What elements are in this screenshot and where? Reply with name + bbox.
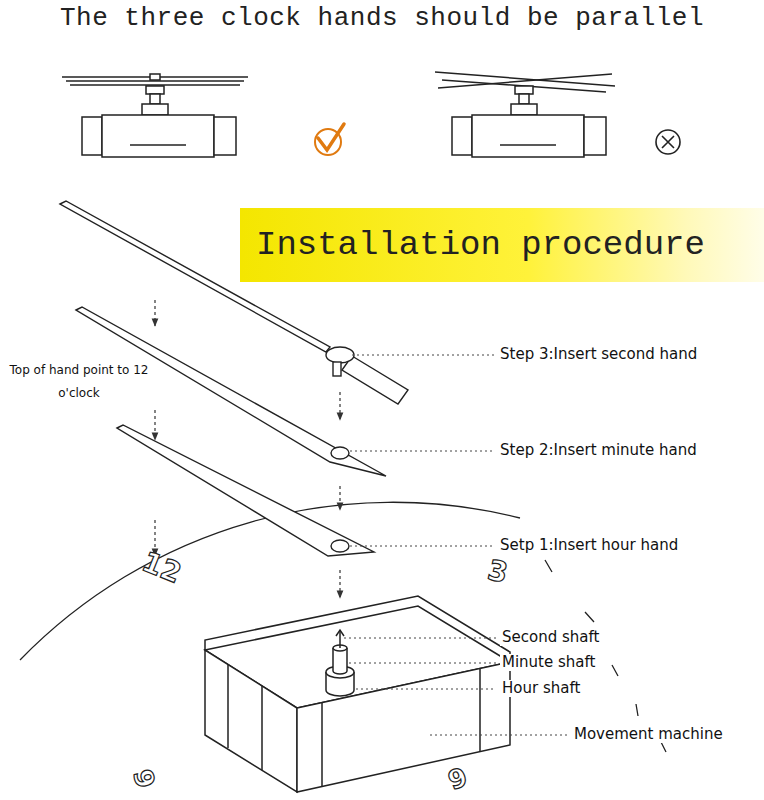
crooked-hands-figure: [435, 72, 615, 157]
parallel-hands-figure: [142, 104, 168, 115]
parallel-hands-figure: [130, 144, 186, 146]
parallel-hands-figure: [150, 74, 160, 80]
movement-machine: [205, 650, 297, 792]
shaft: [336, 630, 344, 636]
leader-line: [349, 663, 496, 664]
heading: The three clock hands should be parallel: [0, 4, 764, 34]
part-name: Hour shaft: [500, 680, 582, 697]
parallel-hands-figure: [82, 117, 102, 155]
leader-line: [356, 689, 496, 690]
movement-machine: [297, 662, 510, 792]
crooked-hands-figure: [472, 115, 584, 157]
wrong-mark: [662, 136, 674, 148]
crooked-hands-figure: [511, 104, 537, 115]
crooked-hands-figure: [452, 117, 472, 155]
guide-arrow: [154, 300, 155, 326]
dial-number: 6: [442, 759, 473, 795]
leader-line: [344, 638, 496, 639]
guide-arrow: [339, 570, 340, 598]
leader-line: [430, 735, 568, 736]
part-name: Minute shaft: [500, 654, 597, 671]
step-label: Setp 1:Insert hour hand: [498, 537, 680, 554]
shaft: [333, 648, 347, 674]
correct-mark: [315, 124, 344, 155]
crooked-hands-figure: [435, 72, 615, 86]
leader-line: [350, 451, 494, 452]
guide-arrow: [339, 392, 340, 420]
crooked-hands-figure: [519, 94, 529, 104]
dial-number: 3: [483, 554, 513, 590]
parallel-hands-figure: [150, 94, 160, 104]
parallel-hands-figure: [214, 117, 236, 155]
leader-line: [350, 546, 494, 547]
hour-hand: [117, 425, 374, 556]
wrong-mark: [656, 130, 680, 154]
movement-machine: [228, 664, 480, 786]
shaft: [339, 630, 341, 648]
hour-hand: [331, 540, 349, 552]
guide-arrow: [339, 486, 340, 510]
dial-number: 12: [136, 545, 188, 591]
crooked-hands-figure: [584, 117, 606, 155]
second-hand: [333, 362, 341, 376]
minute-hand: [331, 447, 349, 459]
parallel-hands-figure: [62, 74, 248, 157]
second-hand: [342, 356, 408, 404]
movement-machine: [205, 596, 510, 662]
part-name: Movement machine: [572, 726, 725, 743]
crooked-hands-figure: [515, 86, 533, 94]
second-hand: [326, 347, 354, 363]
movement-machine: [205, 596, 510, 792]
wrong-mark: [656, 130, 680, 154]
note: Top of hand point to 12 o'clock: [2, 359, 156, 405]
correct-mark: [318, 124, 344, 150]
leader-line: [352, 355, 494, 356]
parallel-hands-figure: [102, 115, 214, 157]
banner-box: Installation procedure: [240, 208, 764, 282]
banner-text: Installation procedure: [256, 226, 748, 264]
crooked-hands-figure: [500, 144, 556, 146]
parallel-hands-figure: [146, 86, 164, 94]
dial-number: 9: [126, 764, 161, 793]
part-name: Second shaft: [500, 629, 601, 646]
hour-hand: [117, 425, 374, 556]
guide-arrow: [154, 410, 155, 440]
guide-arrow: [155, 300, 340, 598]
step-label: Step 2:Insert minute hand: [498, 442, 699, 459]
step-label: Step 3:Insert second hand: [498, 346, 699, 363]
